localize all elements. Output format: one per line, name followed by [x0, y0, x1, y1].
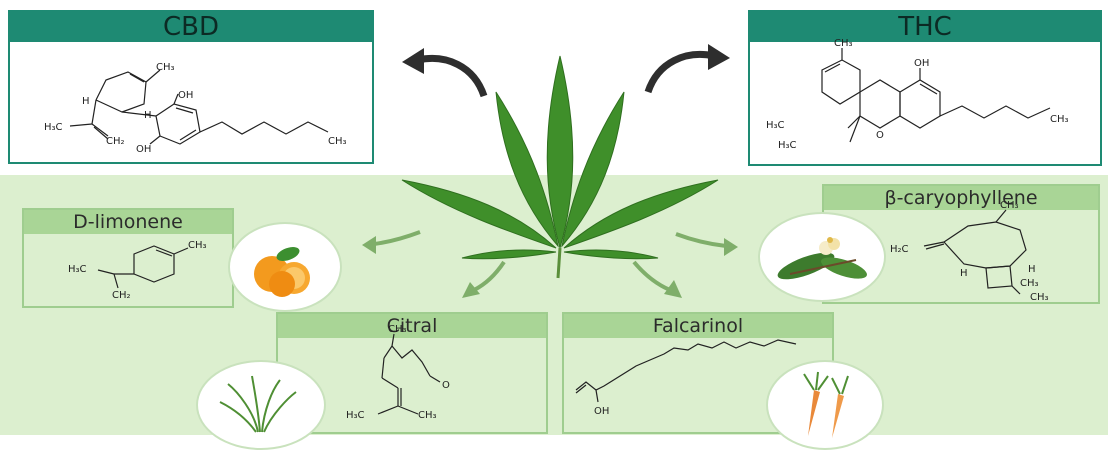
- citral-o-label: O: [442, 380, 450, 391]
- thc-box: THC CH₃ OH O H₃C H₃C CH₃: [748, 10, 1102, 166]
- cbd-h-label-2: H: [144, 110, 152, 121]
- thc-ch3-label-2: CH₃: [1050, 114, 1069, 125]
- cbd-structure: CH₃ OH H H H₃C CH₂ OH CH₃: [44, 62, 347, 155]
- carrot-circle: [766, 360, 884, 450]
- caryophyllene-h-label-1: H: [960, 268, 968, 279]
- limonene-title: D-limonene: [24, 210, 232, 234]
- limonene-ch3-label: CH₃: [188, 240, 207, 251]
- falcarinol-oh-label: OH: [594, 406, 609, 417]
- cbd-ch3-label-2: CH₃: [328, 136, 347, 147]
- cbd-oh-label: OH: [178, 90, 193, 101]
- thc-structure: CH₃ OH O H₃C H₃C CH₃: [766, 38, 1069, 151]
- citral-box: Citral CH₃ O H₃C CH₃: [276, 312, 548, 434]
- caryophyllene-h-label-2: H: [1028, 264, 1036, 275]
- thc-o-label: O: [876, 130, 884, 141]
- limonene-structure: CH₃ H₃C CH₂: [68, 240, 207, 301]
- arrow-to-citral: [462, 260, 506, 298]
- thc-title: THC: [750, 12, 1100, 42]
- citral-title: Citral: [278, 314, 546, 338]
- orange-icon: [254, 247, 310, 297]
- limonene-h3c-label: H₃C: [68, 264, 87, 275]
- cbd-title: CBD: [10, 12, 372, 42]
- caryophyllene-h2c-label: H₂C: [890, 244, 909, 255]
- caryophyllene-ch3-label: CH₃: [1000, 200, 1019, 211]
- arrow-to-thc: [644, 44, 730, 94]
- limonene-box: D-limonene CH₃ H₃C CH₂: [22, 208, 234, 308]
- cannabis-leaf-icon: [401, 55, 719, 279]
- citral-ch3-label: CH₃: [388, 324, 407, 335]
- cbd-ch2-label: CH₂: [106, 136, 125, 147]
- falcarinol-structure: OH: [575, 339, 797, 417]
- cbd-box: CBD CH₃ OH H H H₃C CH₂ OH: [8, 10, 374, 164]
- orange-circle: [228, 222, 342, 312]
- flower-branch-icon: [777, 237, 867, 280]
- flower-circle: [758, 212, 886, 302]
- cbd-h3c-label: H₃C: [44, 122, 63, 133]
- arrow-to-cbd: [402, 48, 488, 98]
- falcarinol-title: Falcarinol: [564, 314, 832, 338]
- arrow-to-caryophyllene: [675, 232, 738, 256]
- citral-structure: CH₃ O H₃C CH₃: [346, 324, 450, 421]
- cbd-ch3-label: CH₃: [156, 62, 175, 73]
- thc-ch3-label: CH₃: [834, 38, 853, 49]
- grass-circle: [196, 360, 326, 450]
- citral-ch3-label-2: CH₃: [418, 410, 437, 421]
- carrot-icon: [803, 371, 849, 438]
- arrow-to-falcarinol: [632, 260, 682, 298]
- thc-h3c-label-2: H₃C: [778, 140, 797, 151]
- cbd-h-label-1: H: [82, 96, 90, 107]
- thc-h3c-label-1: H₃C: [766, 120, 785, 131]
- citral-h3c-label: H₃C: [346, 410, 365, 421]
- arrow-to-limonene: [362, 230, 421, 254]
- limonene-ch2-label: CH₂: [112, 290, 131, 301]
- grass-icon: [219, 375, 297, 433]
- thc-oh-label: OH: [914, 58, 929, 69]
- cbd-oh-label-2: OH: [136, 144, 151, 155]
- caryophyllene-ch3-label-3: CH₃: [1030, 292, 1049, 302]
- caryophyllene-title: β-caryophyllene: [824, 186, 1098, 210]
- caryophyllene-ch3-label-2: CH₃: [1020, 278, 1039, 289]
- caryophyllene-structure: CH₃ H₂C H H CH₃ CH₃: [890, 200, 1049, 302]
